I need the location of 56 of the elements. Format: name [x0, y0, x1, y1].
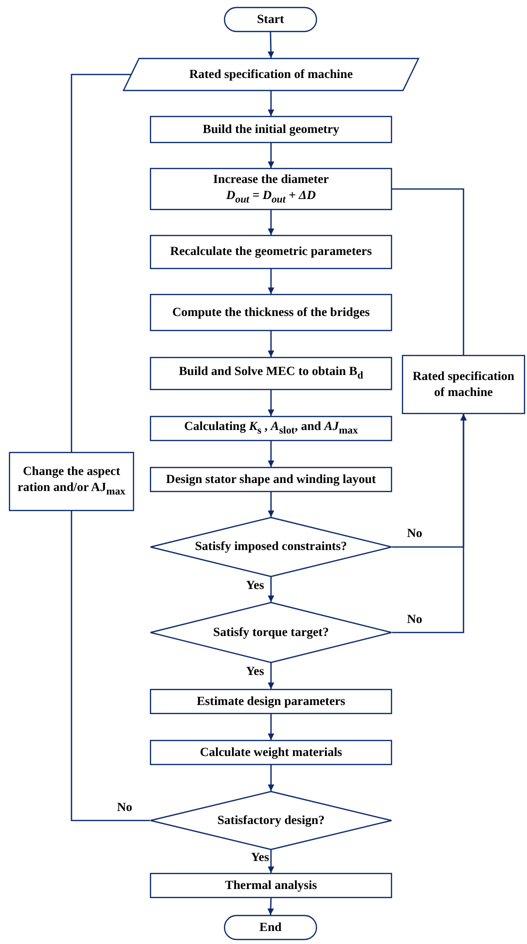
- node-text: Increase the diameter: [213, 172, 329, 188]
- arrow: [268, 714, 274, 740]
- node-text: Build the initial geometry: [202, 122, 340, 138]
- arrow: [268, 577, 274, 602]
- arrow: [392, 414, 467, 634]
- decision-diamond: [150, 791, 392, 850]
- process-box: [150, 416, 392, 441]
- process-box: [150, 357, 392, 390]
- arrow: [268, 91, 274, 116]
- node-text: Rated specification of machine: [412, 368, 516, 400]
- arrow: [267, 898, 274, 916]
- arrow: [268, 331, 274, 357]
- input-parallelogram: [123, 58, 419, 91]
- arrow: [268, 32, 274, 58]
- process-box: [150, 116, 392, 143]
- process-box: [150, 740, 392, 765]
- arrow: [268, 269, 274, 294]
- node-text: Build and Solve MEC to obtain B$_{d}$: [178, 364, 364, 383]
- decision-diamond: [150, 517, 392, 577]
- node-text: Design stator shape and winding layout: [166, 472, 376, 488]
- decision-diamond: [150, 602, 392, 663]
- node-text: Calculate weight materials: [200, 744, 342, 760]
- node-text: Satisfactory design?: [217, 812, 325, 828]
- node-text: Compute the thickness of the bridges: [172, 304, 370, 320]
- node-text: Start: [256, 12, 284, 28]
- process-box: [150, 873, 392, 898]
- arrow: [268, 210, 274, 235]
- node-text: Satisfy imposed constraints?: [194, 539, 348, 555]
- arrow: [268, 492, 274, 517]
- formula-text: D$_{out}$ = D$_{out}$ + ΔD: [226, 188, 316, 206]
- process-box: [150, 689, 392, 714]
- arrow: [268, 390, 274, 416]
- node-text: Recalculate the geometric parameters: [170, 244, 372, 260]
- process-box: [150, 168, 392, 210]
- process-box: [9, 452, 134, 511]
- node-text: Thermal analysis: [224, 878, 318, 894]
- process-box: [402, 355, 525, 414]
- node-text: Satisfy torque target?: [213, 624, 329, 640]
- node-text: Estimate design parameters: [196, 694, 346, 710]
- process-box: [150, 235, 392, 269]
- node-text: End: [259, 920, 282, 936]
- connector-line: [392, 188, 464, 355]
- connector-line: [70, 511, 150, 822]
- process-box: [150, 467, 392, 492]
- process-box: [150, 294, 392, 331]
- node-text: Calculating K$_{s}$ , A$_{slot}$, and AJ$_{max}$: [184, 419, 358, 438]
- arrow: [268, 663, 274, 689]
- arrow: [268, 850, 274, 873]
- node-text: Change the aspect ration and/or AJ$_{max}$: [16, 464, 126, 499]
- arrow: [268, 143, 274, 168]
- arrow: [268, 765, 274, 791]
- arrow: [268, 441, 274, 467]
- edge-label: No: [406, 612, 424, 626]
- edge-label: No: [116, 800, 134, 814]
- connector-line: [70, 74, 131, 452]
- node-text: Rated specification of machine: [189, 66, 353, 82]
